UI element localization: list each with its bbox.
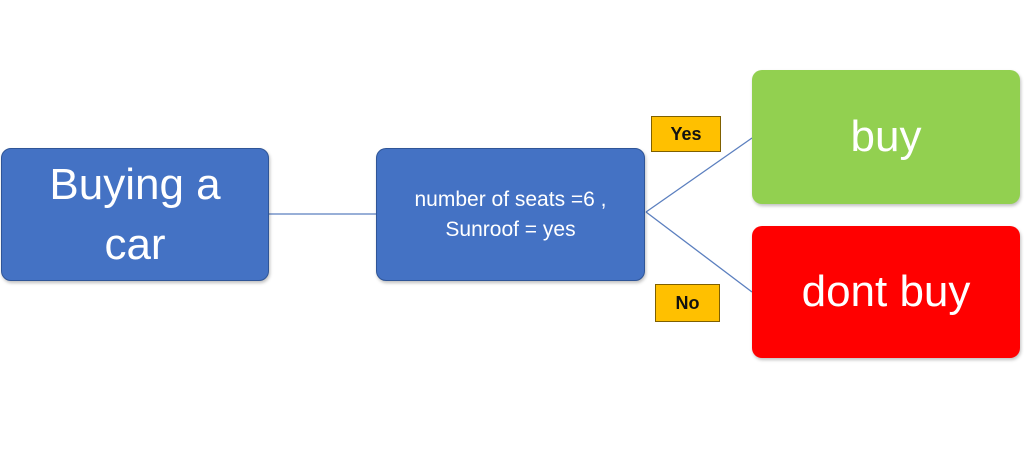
edge-decision-to-dont-buy <box>645 211 753 293</box>
edge-label-yes: Yes <box>651 116 721 152</box>
outcome-dont-buy-label: dont buy <box>801 267 971 316</box>
edge-label-yes-text: Yes <box>670 123 702 144</box>
decision-node-label: number of seats =6 , Sunroof = yes <box>414 187 607 241</box>
outcome-buy-label: buy <box>850 112 922 161</box>
edge-label-no-text: No <box>675 292 700 313</box>
edge-decision-to-buy <box>645 137 753 213</box>
outcome-buy-node: buy <box>752 70 1020 204</box>
outcome-dont-buy-node: dont buy <box>752 226 1020 358</box>
root-node-label: Buying a car <box>49 159 221 269</box>
edge-label-no: No <box>655 284 720 322</box>
root-node: Buying a car <box>1 148 269 281</box>
decision-node: number of seats =6 , Sunroof = yes <box>376 148 645 281</box>
